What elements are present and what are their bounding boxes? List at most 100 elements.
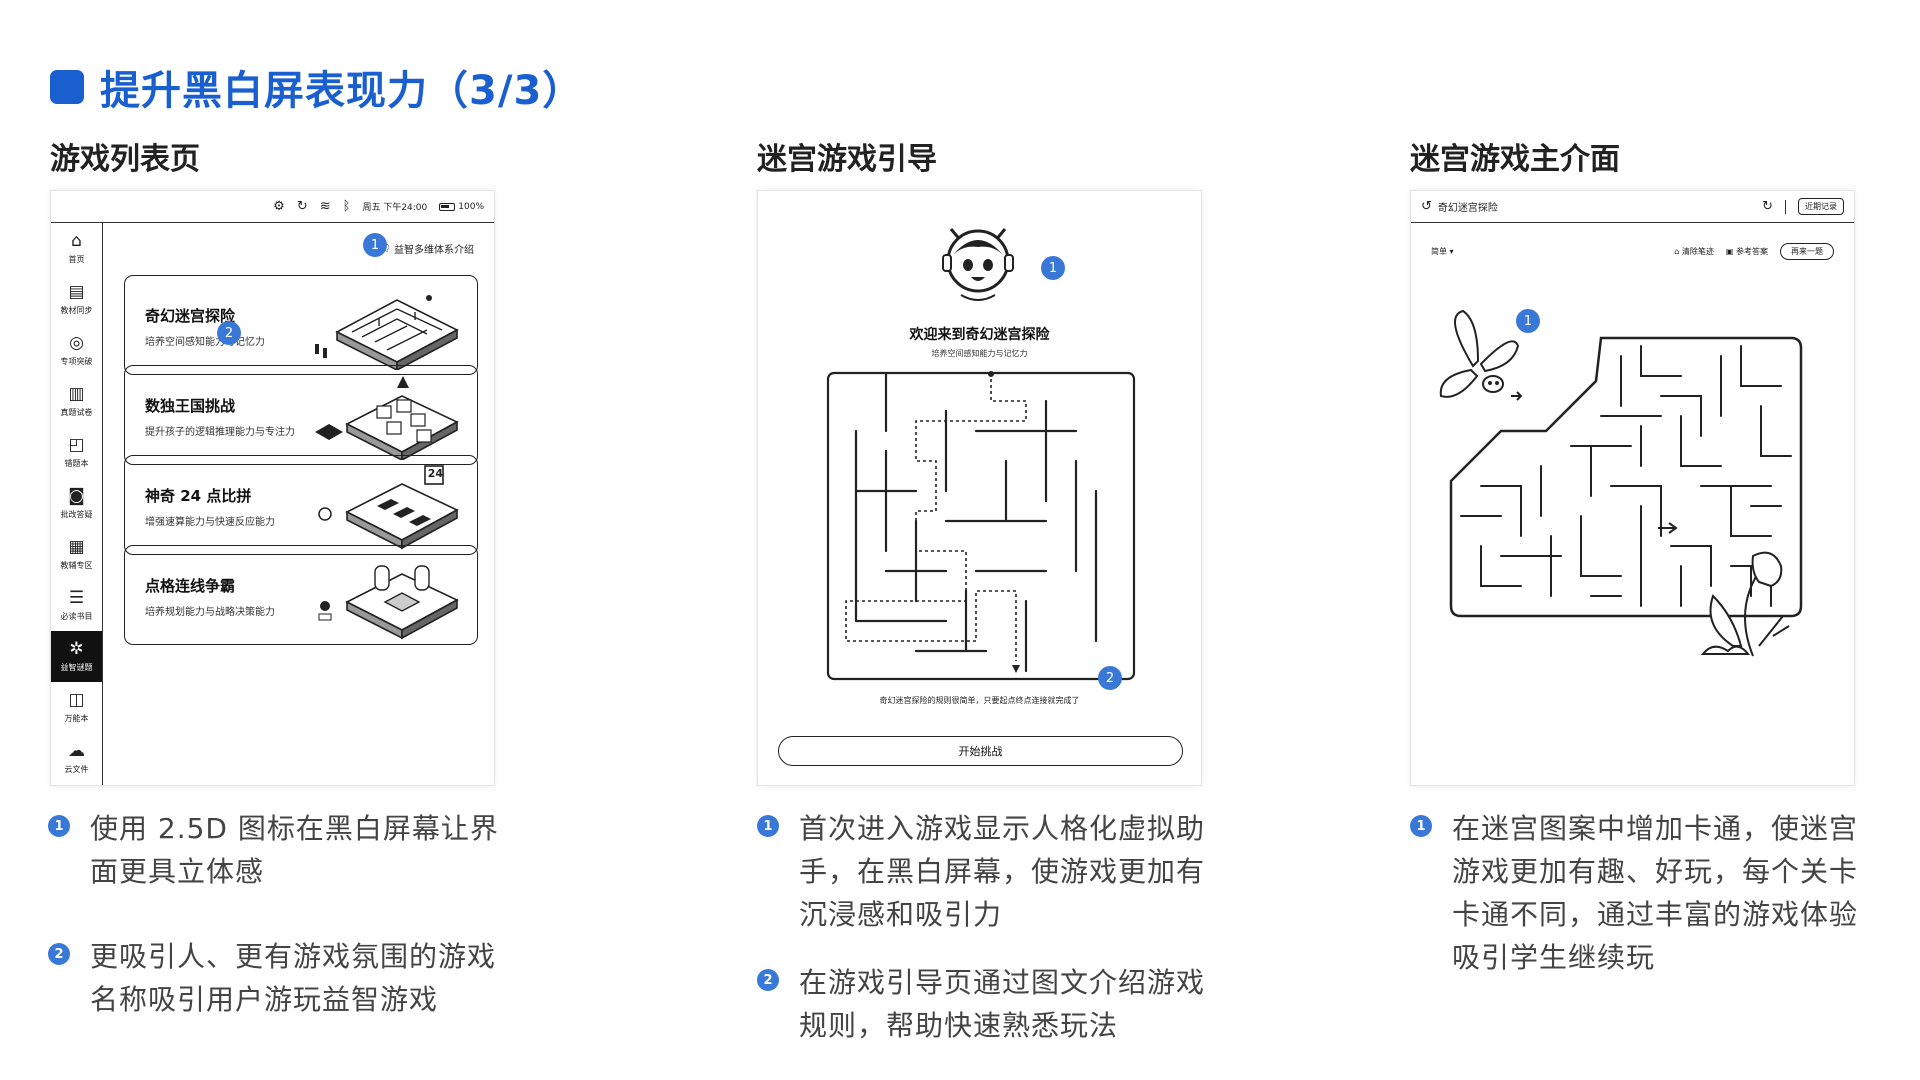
maze-guide-screen: 欢迎来到奇幻迷宫探险 培养空间感知能力与记忆力 奇幻迷宫探险的规则很简单，只要起…	[757, 190, 1202, 786]
sidebar-item-4[interactable]: ◰ 错题本	[51, 427, 102, 478]
calculator-25d-icon	[318, 465, 459, 550]
sidebar-item-label: 专项突破	[60, 356, 93, 366]
sidebar-item-7[interactable]: ☰必读书目	[51, 580, 102, 631]
sidebar-item-label: 真题试卷	[60, 407, 93, 417]
header-divider	[1785, 199, 1786, 214]
battery-indicator: 100%	[439, 202, 484, 212]
clear-strokes-label: 清除笔迹	[1681, 247, 1714, 256]
camera-icon: ◙	[68, 485, 85, 506]
game-card-maze[interactable]: 奇幻迷宫探险 培养空间感知能力与记忆力	[124, 275, 478, 375]
game-card-title: 点格连线争霸	[145, 577, 236, 595]
sidebar: ⌂ 首页 ▤ 教材同步 ◎ 专项突破 ▥ 真题试卷 ◰ 错题本 ◙ 批改答疑 ▦ 教辅专区 ☰必读书目✲益智…	[51, 223, 103, 785]
wifi-icon: ≋	[319, 199, 331, 214]
maze-main-screen: ↺ 奇幻迷宫探险 ↻ 近期记录 简单 ▾ ⌂ 清除笔迹 ▣ 参考答案 再来一题	[1410, 190, 1855, 786]
arrow-right-icon	[1658, 522, 1678, 534]
answer-button[interactable]: ▣ 参考答案	[1726, 246, 1768, 257]
puzzle-icon: ✲	[69, 638, 84, 659]
annotation-marker-1: 1	[1516, 309, 1540, 333]
answer-icon: ▣	[1725, 247, 1734, 256]
welcome-title: 欢迎来到奇幻迷宫探险	[909, 327, 1050, 343]
target-icon: ◎	[69, 332, 84, 353]
main-maze-diagram	[1449, 336, 1803, 618]
chevron-down-icon: ▾	[1449, 247, 1454, 256]
home-icon: ⌂	[71, 230, 82, 251]
sidebar-item-10[interactable]: ☁云文件	[51, 733, 102, 784]
game-card-desc: 培养规划能力与战略决策能力	[145, 607, 275, 618]
note-2-1: 1 首次进入游戏显示人格化虚拟助手，在黑白屏幕，使游戏更加有沉浸感和吸引力	[757, 807, 1217, 936]
sidebar-item-6[interactable]: ▦ 教辅专区	[51, 529, 102, 580]
sidebar-item-9[interactable]: ◫ 万能本	[51, 682, 102, 733]
note-text: 更吸引人、更有游戏氛围的游戏名称吸引用户游玩益智游戏	[90, 940, 497, 1016]
refresh-icon[interactable]: ↻	[296, 199, 308, 214]
note-1-2: 2 更吸引人、更有游戏氛围的游戏名称吸引用户游玩益智游戏	[48, 935, 508, 1021]
notebook-icon: ◰	[68, 434, 85, 455]
guide-maze-diagram	[826, 371, 1136, 681]
eraser-icon: ⌂	[1674, 247, 1680, 256]
reading-icon: ☰	[68, 587, 85, 608]
battery-icon	[439, 202, 456, 211]
sidebar-item-label: 批改答疑	[60, 509, 93, 519]
history-button[interactable]: 近期记录	[1798, 198, 1844, 215]
sidebar-item-5[interactable]: ◙ 批改答疑	[51, 478, 102, 529]
game-card-desc: 增强速算能力与快速反应能力	[145, 517, 275, 528]
flower-icon	[1700, 551, 1790, 657]
note-number: 2	[48, 943, 70, 965]
butterfly-icon	[1439, 309, 1523, 401]
sudoku-25d-icon	[315, 376, 459, 460]
game-list-screen: ⚙ ↻ ≋ ᛒ 周五 下午24:00 100% ⌂首页▤教材同步◎专项突破▥真题…	[50, 190, 495, 786]
title-square-icon	[50, 70, 84, 104]
book-sync-icon: ▤	[68, 281, 85, 302]
game-card-sudoku[interactable]: 数独王国挑战 提升孩子的逻辑推理能力与专注力	[124, 365, 478, 465]
refresh-icon[interactable]: ↻	[1762, 199, 1773, 214]
rule-text: 奇幻迷宫探险的规则很简单，只要起点终点连接就完成了	[879, 696, 1080, 705]
assistant-mascot-icon	[942, 228, 1014, 301]
maze-header: ↺ 奇幻迷宫探险 ↻ 近期记录	[1411, 191, 1854, 223]
game-card-24-points[interactable]: 神奇 24 点比拼 增强速算能力与快速反应能力 24	[124, 455, 478, 555]
note-2-2: 2 在游戏引导页通过图文介绍游戏规则，帮助快速熟悉玩法	[757, 961, 1217, 1047]
note-text: 在游戏引导页通过图文介绍游戏规则，帮助快速熟悉玩法	[799, 966, 1206, 1042]
heading-game-list: 游戏列表页	[50, 142, 200, 177]
heading-maze-main: 迷宫游戏主介面	[1410, 142, 1620, 177]
game-card-desc: 培养空间感知能力与记忆力	[145, 337, 265, 348]
sidebar-item-label: 万能本	[64, 713, 89, 723]
next-puzzle-button[interactable]: 再来一题	[1780, 243, 1834, 260]
note-number: 1	[48, 815, 70, 837]
back-icon[interactable]: ↺	[1421, 199, 1432, 214]
intro-link-label: 益智多维体系介绍	[394, 245, 474, 256]
settings-icon[interactable]: ⚙	[273, 199, 285, 214]
page-title: 提升黑白屏表现力（3/3）	[100, 68, 584, 114]
sidebar-item-label: 错题本	[64, 458, 89, 468]
sidebar-item-3[interactable]: ▥ 真题试卷	[51, 376, 102, 427]
note-3-1: 1 在迷宫图案中增加卡通，使迷宫游戏更加有趣、好玩，每个关卡卡通不同，通过丰富的…	[1410, 807, 1870, 979]
paper-icon: ▥	[68, 383, 85, 404]
sidebar-item-2[interactable]: ◎ 专项突破	[51, 325, 102, 376]
welcome-subtitle: 培养空间感知能力与记忆力	[931, 349, 1028, 358]
game-card-title: 奇幻迷宫探险	[145, 307, 236, 325]
heading-maze-guide: 迷宫游戏引导	[757, 142, 937, 177]
battery-level: 100%	[458, 201, 484, 212]
sidebar-item-8[interactable]: ✲益智谜题	[51, 631, 102, 682]
sidebar-item-0[interactable]: ⌂ 首页	[51, 223, 102, 274]
note-number: 2	[757, 969, 779, 991]
intro-link[interactable]: 🗨 益智多维体系介绍	[378, 241, 474, 256]
universal-book-icon: ◫	[68, 689, 85, 710]
annotation-marker-1: 1	[363, 233, 387, 257]
books-icon: ▦	[68, 536, 85, 557]
sidebar-item-label: 教材同步	[60, 305, 93, 315]
level-select[interactable]: 简单 ▾	[1431, 246, 1662, 257]
clear-strokes-button[interactable]: ⌂ 清除笔迹	[1674, 246, 1714, 257]
start-challenge-button[interactable]: 开始挑战	[778, 736, 1183, 766]
status-time: 周五 下午24:00	[362, 203, 428, 213]
sidebar-item-1[interactable]: ▤ 教材同步	[51, 274, 102, 325]
answer-label: 参考答案	[1736, 247, 1768, 256]
sidebar-item-label: 教辅专区	[60, 560, 93, 570]
annotation-marker-2: 2	[1098, 666, 1122, 690]
game-card-title: 神奇 24 点比拼	[145, 487, 252, 505]
note-1-1: 1 使用 2.5D 图标在黑白屏幕让界面更具立体感	[48, 807, 508, 893]
note-text: 在迷宫图案中增加卡通，使迷宫游戏更加有趣、好玩，每个关卡卡通不同，通过丰富的游戏…	[1452, 812, 1859, 974]
game-card-dots[interactable]: 点格连线争霸 培养规划能力与战略决策能力	[124, 545, 478, 645]
cloud-file-icon: ☁	[68, 740, 85, 761]
note-number: 1	[1410, 815, 1432, 837]
game-card-desc: 提升孩子的逻辑推理能力与专注力	[145, 427, 295, 438]
sidebar-item-label: 首页	[68, 254, 85, 264]
